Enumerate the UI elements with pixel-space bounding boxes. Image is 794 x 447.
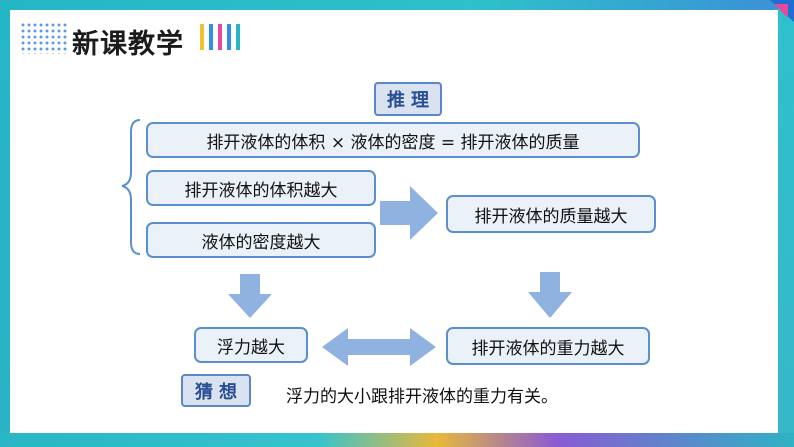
left-brace-icon: [121, 119, 141, 255]
color-bar: [209, 24, 213, 50]
page-title: 新课教学: [72, 29, 184, 60]
arrow-down-icon: [228, 274, 272, 318]
frame-top-border: [0, 0, 794, 10]
arrow-right-icon: [380, 186, 438, 240]
frame-bottom-border: [0, 433, 794, 447]
condition-volume-box: 排开液体的体积越大: [146, 170, 376, 206]
color-bar: [227, 24, 231, 50]
reasoning-tag: 推理: [374, 82, 442, 116]
color-bar: [218, 24, 222, 50]
frame-right-border: [778, 0, 794, 447]
color-bar: [200, 24, 204, 50]
color-bar: [236, 24, 240, 50]
buoyancy-box: 浮力越大: [194, 327, 308, 363]
dot-grid-icon: [20, 22, 68, 54]
gravity-result-box: 排开液体的重力越大: [446, 327, 650, 365]
mass-result-box: 排开液体的质量越大: [446, 195, 656, 233]
double-arrow-icon: [322, 328, 436, 366]
arrow-down-icon: [528, 272, 572, 318]
conclusion-text: 浮力的大小跟排开液体的重力有关。: [286, 387, 558, 407]
frame-left-border: [0, 0, 10, 447]
condition-density-box: 液体的密度越大: [146, 222, 376, 258]
formula-box: 排开液体的体积 × 液体的密度 = 排开液体的质量: [146, 122, 640, 158]
guess-tag: 猜想: [181, 374, 251, 407]
color-bars-decoration: [200, 24, 240, 50]
